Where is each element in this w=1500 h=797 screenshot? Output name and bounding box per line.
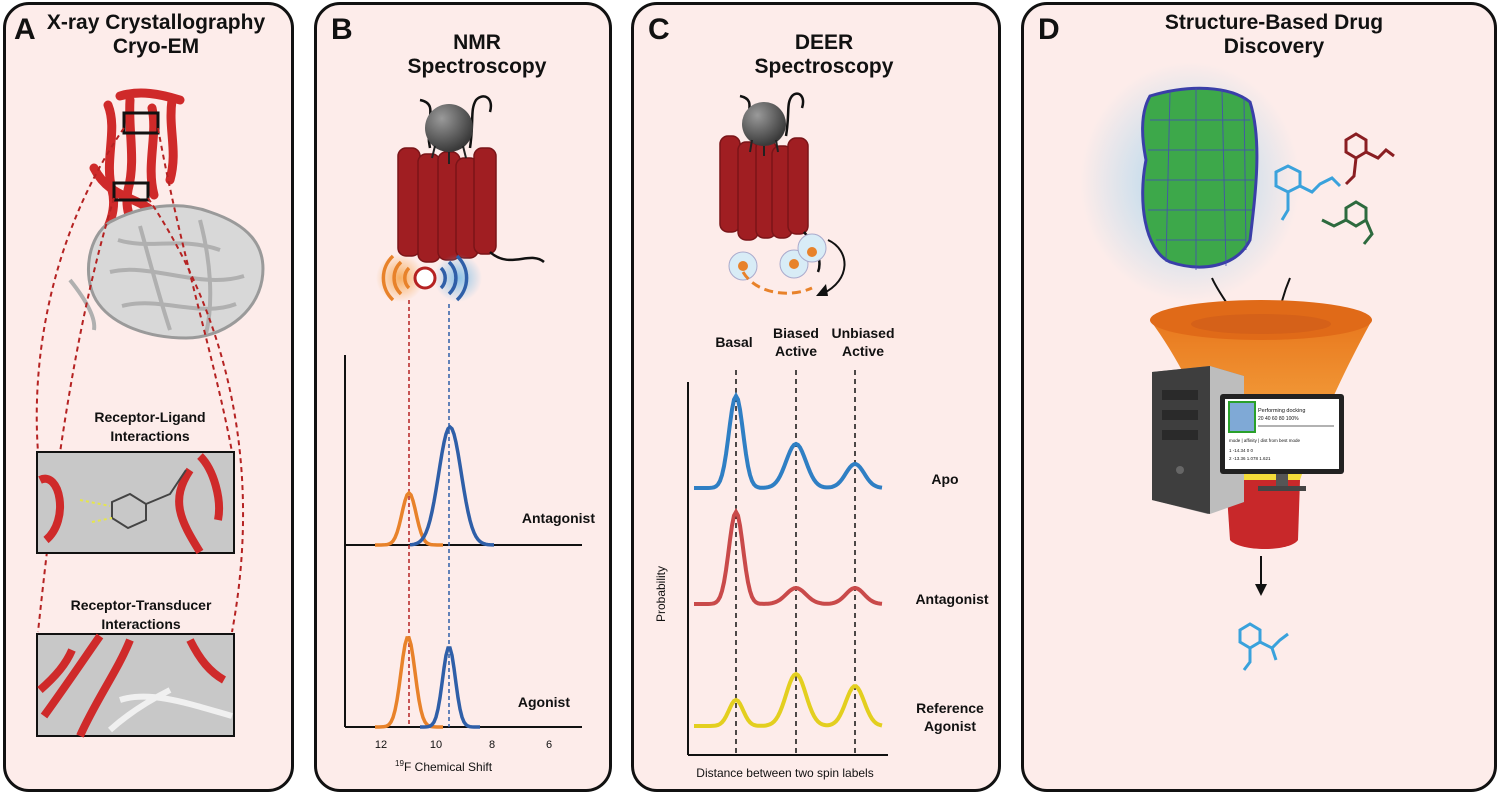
deer-col-label: Active [775, 343, 817, 359]
deer-curve-antagonist [694, 507, 883, 606]
panel-title-line: NMR [453, 31, 501, 54]
panel-title-line: Structure-Based Drug [1164, 11, 1384, 34]
panel-a-structure: Receptor-Ligand Interactions Receptor-Tr… [35, 88, 265, 738]
panel-title-line: Spectroscopy [407, 55, 547, 78]
screen-text: 1 -14.34 0 0 [1229, 448, 1254, 453]
panel-title-line: Discovery [1223, 35, 1325, 58]
nmr-peak [409, 424, 494, 547]
panel-b-receptor [376, 95, 545, 302]
monitor: Performing docking 20 40 60 80 100% mode… [1220, 394, 1344, 491]
panel-title-line: X-ray Crystallography [46, 11, 266, 34]
deer-row-label: Antagonist [915, 591, 988, 607]
molecule-icon [1344, 132, 1395, 186]
deer-col-label: Basal [715, 334, 752, 350]
panel-title-line: Spectroscopy [754, 55, 894, 78]
panel-c: C DEER Spectroscopy [631, 2, 1001, 792]
panel-title: DEER Spectroscopy [704, 31, 944, 79]
panel-title: X-ray Crystallography Cryo-EM [26, 11, 286, 59]
nmr-tick-label: 6 [546, 739, 552, 751]
deer-curve-apo [694, 391, 883, 490]
nmr-peak [375, 490, 443, 547]
deer-col-label: Active [842, 343, 884, 359]
deer-row-label: Apo [931, 471, 958, 487]
panel-b: B NMR Spectroscopy [314, 2, 612, 792]
panel-title-line: DEER [794, 31, 854, 54]
panel-letter: A [14, 13, 36, 46]
panel-c-receptor [719, 92, 846, 296]
box2-label-line1: Receptor-Transducer [71, 597, 212, 613]
panel-letter: B [331, 13, 353, 46]
molecule-icon [1321, 200, 1374, 245]
screen-text: 20 40 60 80 100% [1258, 416, 1299, 422]
panel-letter: C [648, 13, 670, 46]
box2-label-line2: Interactions [101, 616, 181, 632]
result-molecule-icon [1238, 622, 1289, 671]
molecule-icon [1274, 164, 1342, 221]
screen-text: 2 -13.36 1.078 1.621 [1229, 456, 1271, 461]
nmr-tick-label: 10 [430, 739, 442, 751]
panel-d-protein [1080, 62, 1395, 326]
box1-label-line2: Interactions [110, 428, 190, 444]
deer-plot: Basal Biased Active Unbiased Active Apo … [654, 325, 989, 780]
nmr-xlabel: F Chemical Shift [404, 760, 493, 774]
box1-label-line1: Receptor-Ligand [94, 409, 205, 425]
nmr-xlabel-superscript: 19 [395, 759, 404, 768]
screen-text: mode | affinity | dist from best mode [1229, 438, 1301, 443]
ligand-ball [742, 102, 786, 146]
panel-title: Structure-Based Drug Discovery [1124, 11, 1424, 59]
nmr-tick-label: 8 [489, 739, 495, 751]
deer-row-label: Reference [916, 700, 984, 716]
panel-title-line: Cryo-EM [112, 35, 200, 58]
deer-row-label: Agonist [924, 718, 976, 734]
screen-text: Performing docking [1258, 408, 1305, 414]
nmr-row-label: Antagonist [522, 510, 595, 526]
nmr-tick-label: 12 [375, 739, 387, 751]
nmr-plot: Antagonist Agonist 12 10 8 6 19 F Chemic… [344, 300, 595, 774]
deer-ylabel: Probability [654, 566, 668, 622]
panel-letter: D [1038, 13, 1060, 46]
nmr-row-label: Agonist [518, 694, 570, 710]
deer-xlabel: Distance between two spin labels [696, 766, 873, 780]
panel-title: NMR Spectroscopy [357, 31, 597, 79]
nmr-peak [420, 646, 480, 729]
deer-col-label: Unbiased [831, 325, 894, 341]
ligand-inset [36, 451, 235, 554]
ligand-ball [425, 104, 473, 152]
deer-col-label: Biased [773, 325, 819, 341]
deer-curve-reference-agonist [694, 671, 883, 728]
